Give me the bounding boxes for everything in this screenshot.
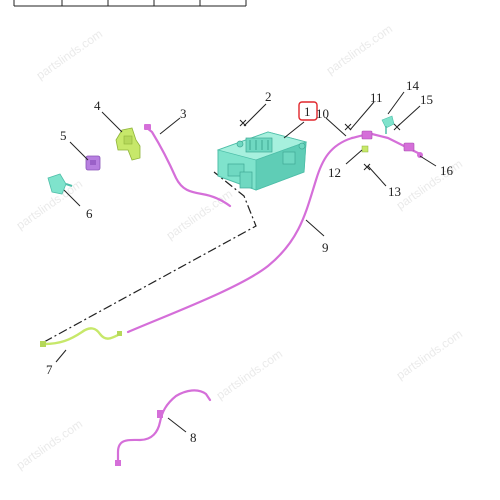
callout-8: 8	[190, 430, 197, 445]
reference-dashed-line	[43, 171, 257, 343]
callout-14: 14	[406, 78, 420, 93]
callout-12: 12	[328, 165, 341, 180]
hose-7	[40, 327, 122, 347]
watermark: partslinds.com	[214, 347, 285, 403]
callout-1: 1	[304, 104, 311, 119]
callout-2: 2	[265, 89, 272, 104]
callout-3: 3	[180, 106, 187, 121]
watermark: partslinds.com	[14, 417, 85, 473]
watermark-layer: partslinds.com partslinds.com partslinds…	[14, 22, 465, 473]
vapor-hose-9-inner	[127, 137, 353, 333]
callout-labels: 1 2 3 4 5 6 7 8 9 10 11 12 13 14 15 16	[46, 78, 454, 445]
watermark: partslinds.com	[394, 327, 465, 383]
callout-7: 7	[46, 362, 53, 377]
callout-5: 5	[60, 128, 67, 143]
bracket-4	[115, 127, 141, 161]
callout-11: 11	[370, 90, 383, 105]
callout-15: 15	[420, 92, 433, 107]
leader-lines	[55, 91, 437, 433]
watermark: partslinds.com	[394, 157, 465, 213]
hose-8	[115, 389, 212, 466]
callout-4: 4	[94, 98, 101, 113]
watermark: partslinds.com	[164, 187, 235, 243]
table-fragment	[13, 0, 247, 7]
watermark: partslinds.com	[324, 22, 395, 78]
evap-canister	[216, 131, 308, 191]
selected-part-highlight	[298, 101, 318, 121]
callout-6: 6	[86, 206, 93, 221]
hose-3-clip	[144, 124, 151, 130]
callout-10: 10	[316, 106, 329, 121]
purge-valve-5	[85, 155, 101, 171]
hose-3	[145, 126, 232, 208]
callout-16: 16	[440, 163, 454, 178]
watermark: partslinds.com	[14, 177, 85, 233]
callout-9: 9	[322, 240, 329, 255]
bracket-6	[47, 173, 73, 195]
connector-assembly	[350, 115, 423, 158]
watermark: partslinds.com	[34, 27, 105, 83]
callout-13: 13	[388, 184, 401, 199]
